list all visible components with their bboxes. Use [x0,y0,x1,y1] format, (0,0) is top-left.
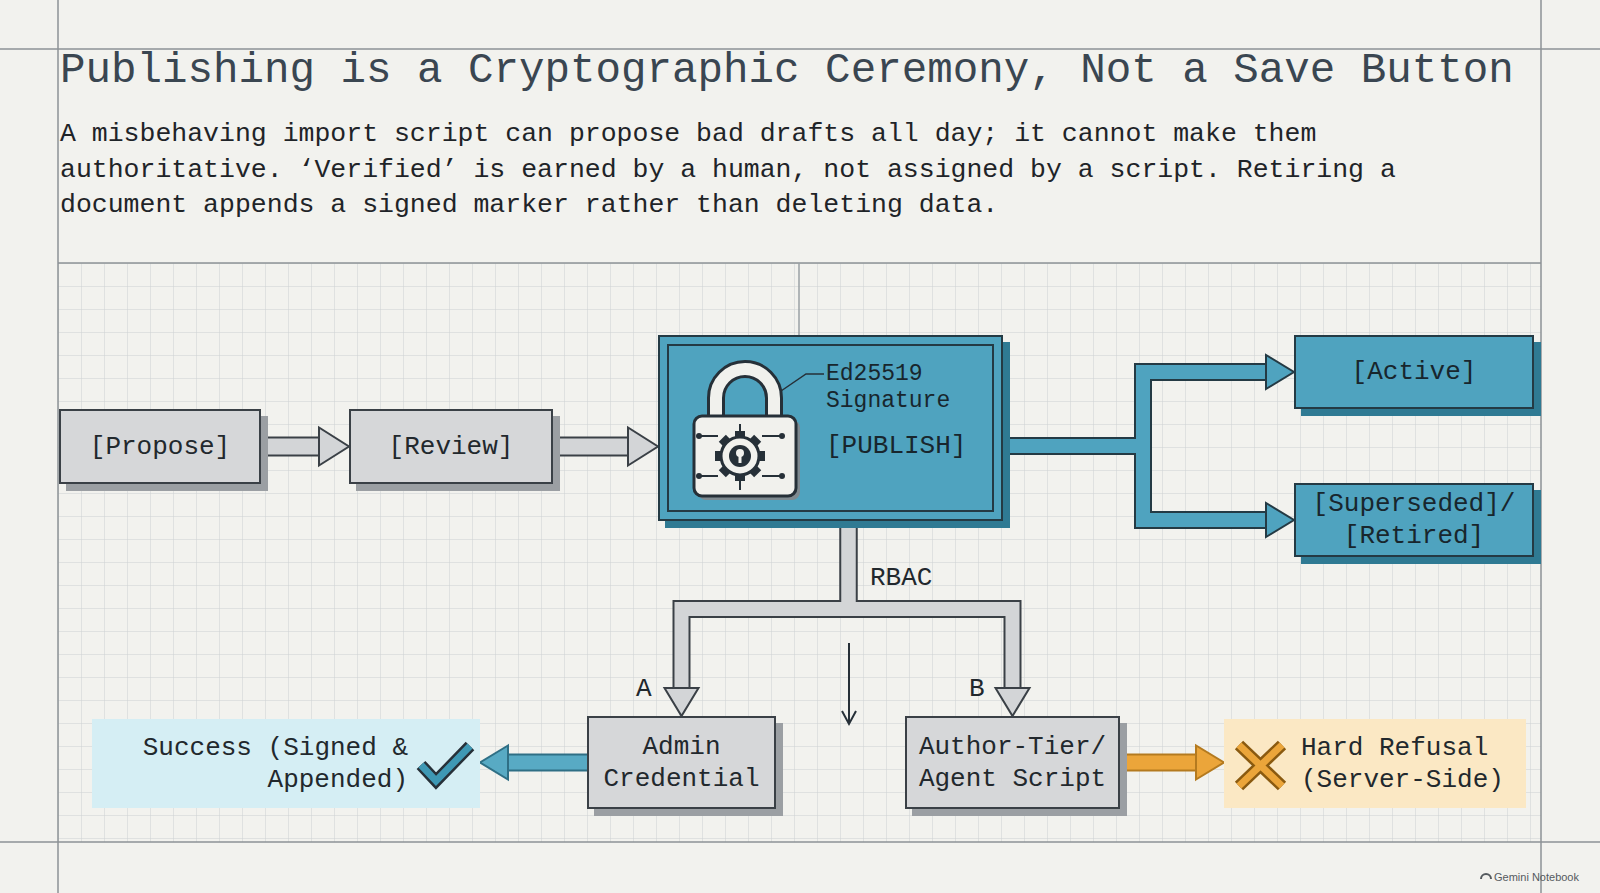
connector-fills [261,372,1268,763]
state-box: [Superseded]/ [Retired] [1294,483,1534,557]
connector-outlines [261,372,1268,763]
cross-outline [1239,745,1282,786]
arrow-head [628,428,658,466]
cross-icon [1239,745,1282,786]
connector-line [1120,756,1198,770]
node-label: Hard Refusal (Server-Side) [1301,732,1531,796]
frame-line [0,841,1600,843]
role-box: Author-Tier/ Agent Script [905,716,1120,809]
connector-line [1003,446,1268,520]
connector-outline [1003,372,1268,446]
frame-line [1540,0,1542,893]
result-panel: Success (Signed & Appended) [92,719,480,808]
title: Publishing is a Cryptographic Ceremony, … [60,46,1514,96]
connector-line [1003,372,1268,446]
branch-letter: B [969,673,985,705]
connector-outline [682,521,849,690]
node-label: Author-Tier/ Agent Script [907,731,1118,795]
arrow-head [1266,503,1294,537]
connector-line [261,439,321,455]
keyhole-slot [739,455,742,463]
checkmark-icon [421,746,470,781]
node-label: [Propose] [90,431,230,463]
node-label: [Superseded]/ [Retired] [1296,488,1532,552]
circuit-node [696,473,702,479]
node-label: Ed25519 Signature [826,361,976,414]
caption: A misbehaving import script can propose … [60,117,1480,224]
grid-axis [798,263,800,335]
circuit-node [779,433,785,439]
connector-outline [849,521,1013,690]
connector-outline [1120,754,1198,772]
role-box: Admin Credential [587,716,776,809]
lock-body [694,416,796,496]
grid-area [58,263,1541,842]
lock-shackle [716,369,774,422]
connector-line [849,521,1013,690]
lock-shackle-inner [716,369,774,422]
arrow-head [1266,355,1294,389]
down-arrow [848,643,850,723]
circuit-trace [700,424,780,490]
node-label: [Active] [1352,356,1477,388]
connector-line [682,521,849,690]
circuit-node [696,433,702,439]
node-label: Success (Signed & Appended) [88,732,408,796]
gear-ring [721,437,759,475]
branch-letter: A [636,673,652,705]
connector-outline [506,754,587,772]
state-box: [Active] [1294,335,1534,409]
node-label: [PUBLISH] [826,430,966,462]
connector-outline [553,437,630,457]
node-label: [Review] [389,431,514,463]
circuit-node [779,473,785,479]
watermark-logo [1481,874,1491,879]
connector-label: RBAC [870,562,932,594]
connector-line [506,756,587,770]
connector-outline [261,437,321,457]
arrow-head [665,688,699,716]
keyhole-plate [729,445,751,467]
connector-line [553,439,630,455]
arrow-head [480,746,508,780]
process-box: [Review] [349,409,553,484]
node-label: Admin Credential [589,731,774,795]
process-box: [Propose] [59,409,261,484]
arrow-head [996,688,1030,716]
down-arrow-head [842,711,856,724]
arrow-head [319,428,349,466]
checkmark-outline [421,746,470,781]
arrow-head [1196,746,1224,780]
leader-line [781,374,824,391]
connector-outline [1003,446,1268,520]
watermark: Gemini Notebook [1494,870,1579,884]
